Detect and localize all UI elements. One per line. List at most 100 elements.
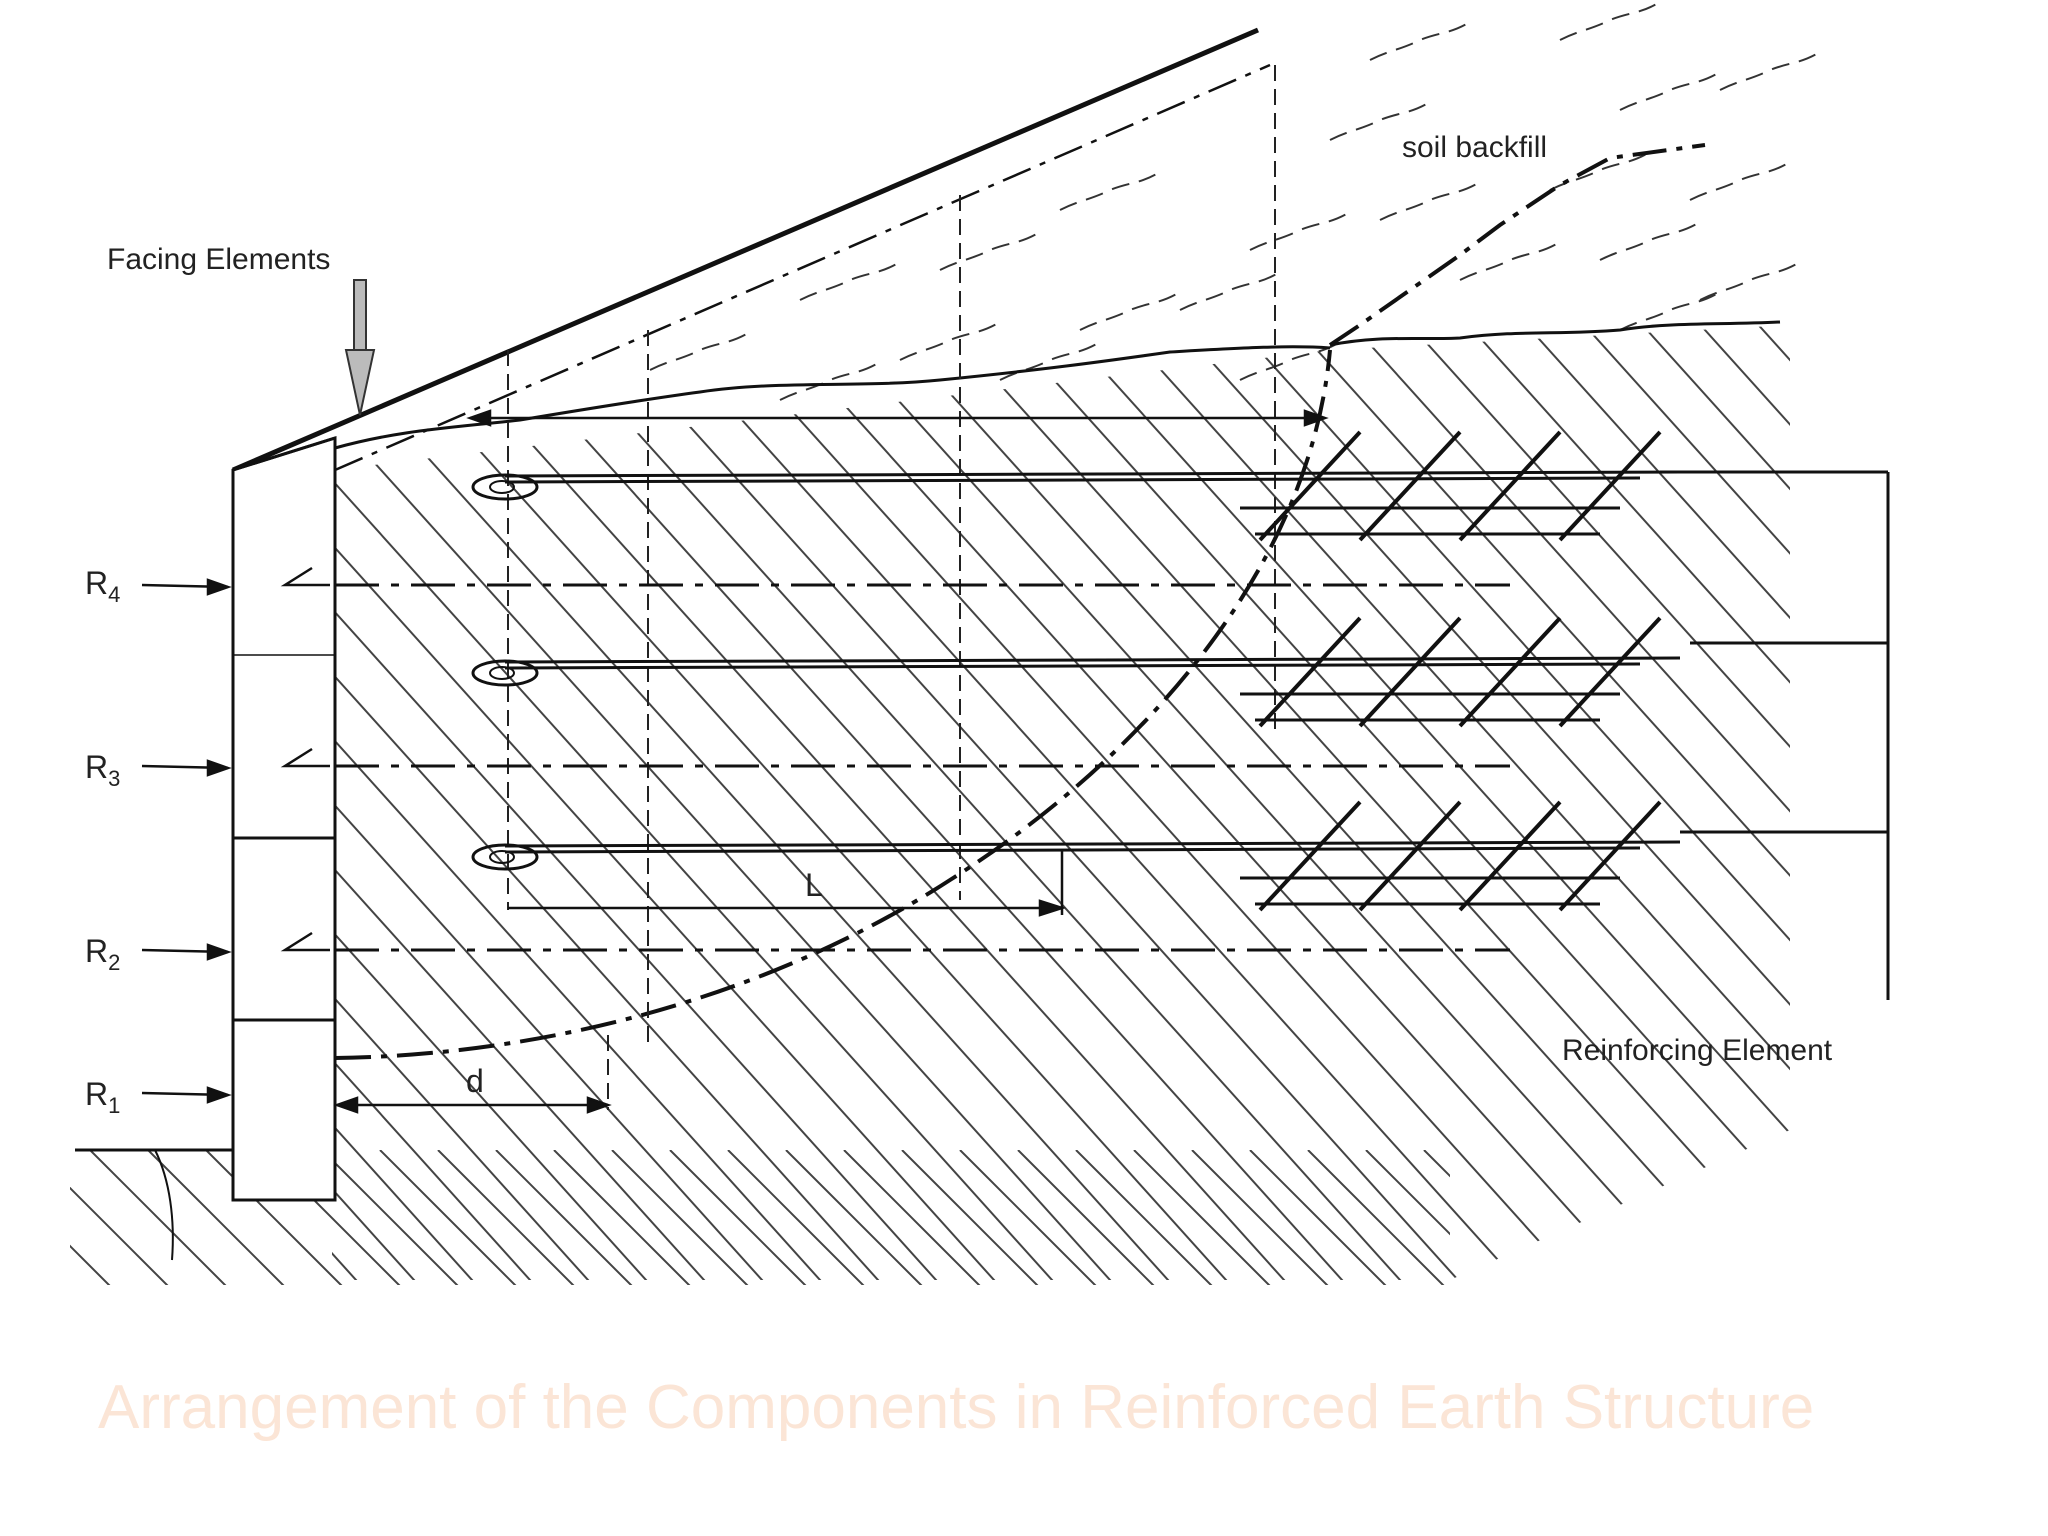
reinforcing-element-bracket [1660, 470, 1890, 1000]
mesh-bar [1458, 430, 1562, 542]
mesh-bar [1358, 430, 1462, 542]
hatch-line [332, 325, 607, 1280]
hatch-line [1097, 325, 1790, 1280]
strip-rod [504, 846, 1641, 854]
strip-anchor-hole [489, 850, 515, 864]
hatch-line [332, 325, 897, 1280]
hatch-line [1387, 325, 1790, 1280]
backfill-wave [1249, 211, 1351, 251]
mesh-bar [1558, 430, 1662, 542]
backfill-wave [1619, 291, 1721, 331]
hatch-line [343, 325, 1245, 1280]
hatch-line [1329, 325, 1790, 1280]
strip-rod [504, 476, 1641, 484]
slope-surface [232, 27, 1781, 473]
mesh-bar [1458, 800, 1562, 912]
hatch-line [1133, 1150, 1275, 1285]
backfill-wave [1369, 21, 1471, 61]
layer-arrowhead [206, 759, 232, 777]
vertical-guides [507, 65, 1276, 1110]
backfill-wave [1689, 161, 1791, 201]
strip-rod [504, 656, 1681, 664]
layer-label-r1: R1 [85, 1076, 120, 1118]
ground-line [75, 1148, 233, 1261]
hatch-line [1365, 1150, 1450, 1285]
layer-arrowhead [206, 1086, 232, 1104]
hatch-line [147, 1150, 289, 1285]
hatch-line [401, 325, 1303, 1280]
dimension-arrows [333, 409, 1329, 1114]
hatch-line [379, 1150, 521, 1285]
mesh-bar [1558, 616, 1662, 728]
strip-rod [504, 840, 1681, 848]
facing-panels [231, 435, 337, 1202]
backfill-wave [939, 231, 1041, 271]
hatch-line [1735, 325, 1790, 1280]
backfill-wave [1179, 271, 1281, 311]
soil-hatch [332, 300, 2048, 1300]
hatch-line [727, 1150, 869, 1285]
backfill-wave [1559, 1, 1661, 41]
hatch-line [749, 325, 1651, 1280]
mesh-bar [1258, 430, 1362, 542]
hatch-line [785, 1150, 927, 1285]
hatch-line [332, 325, 839, 1280]
ground-hatch [70, 1150, 1450, 1285]
mesh-bar [1258, 616, 1362, 728]
hatch-line [959, 1150, 1101, 1285]
hatch-line [89, 1150, 231, 1285]
backfill-wave [1599, 221, 1701, 261]
hatch-line [332, 325, 781, 1280]
layer-arrowhead [206, 578, 232, 596]
backfill-wave [1239, 341, 1341, 381]
hatch-line [1249, 1150, 1391, 1285]
strip-anchor-hole [489, 480, 515, 494]
hatch-line [1852, 300, 2048, 1300]
hatch-line [332, 325, 1013, 1280]
backfill-wave [1699, 261, 1801, 301]
backfill-waves [649, 1, 1821, 401]
strip-anchor-hole [489, 666, 515, 680]
hatch-line [332, 325, 1129, 1280]
hatch-line [633, 325, 1535, 1280]
layer-lines [335, 583, 1510, 952]
layer-arrowhead [206, 943, 232, 961]
hatch-line [691, 325, 1593, 1280]
hatch-line [1445, 325, 1790, 1280]
layer-label-r2: R2 [85, 933, 120, 975]
hatch-line [1039, 325, 1790, 1280]
hatch-line [1561, 325, 1790, 1280]
hatch-line [332, 325, 491, 1280]
backfill-wave [799, 261, 901, 301]
hatch-line [865, 325, 1767, 1280]
layer-label-r3: R3 [85, 749, 120, 791]
hatch-line [70, 1150, 115, 1285]
backfill-wave [1379, 181, 1481, 221]
hatch-line [332, 325, 1071, 1280]
hatch-line [332, 325, 1187, 1280]
mesh-bar [1458, 616, 1562, 728]
hatch-line [1017, 1150, 1159, 1285]
hatch-line [1794, 300, 2048, 1300]
slide-caption: Arrangement of the Components in Reinfor… [98, 1373, 1815, 1442]
facing-ticks [280, 566, 330, 952]
mesh-bar [1358, 616, 1462, 728]
hatch-line [332, 325, 955, 1280]
hatch-line [321, 1150, 463, 1285]
backfill-wave [649, 331, 751, 371]
layer-label-r4: R4 [85, 565, 120, 607]
backfill-wave [1719, 51, 1821, 91]
hatch-line [1191, 1150, 1333, 1285]
hatch-line [1619, 325, 1790, 1280]
hatch-line [981, 325, 1790, 1280]
hatch-line [923, 325, 1790, 1280]
hatch-line [1423, 1150, 1450, 1285]
hatch-line [495, 1150, 637, 1285]
backfill-wave [1059, 171, 1161, 211]
hatch-line [1307, 1150, 1449, 1285]
backfill-wave [899, 321, 1001, 361]
backfill-wave [1079, 291, 1181, 331]
hatch-line [70, 1150, 173, 1285]
